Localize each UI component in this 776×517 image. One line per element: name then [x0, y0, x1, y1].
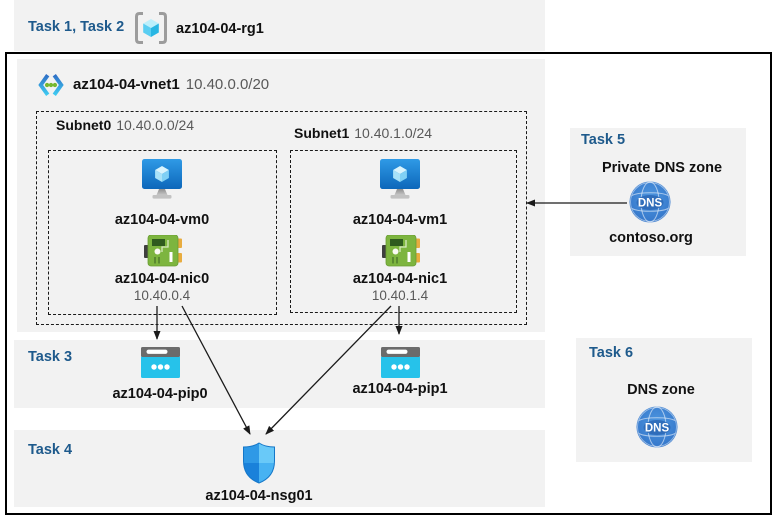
- subnet1-box: [290, 150, 517, 313]
- pip0-label: az104-04-pip0: [112, 386, 208, 402]
- vnet-box: [17, 59, 545, 332]
- nic0-ip-label: 10.40.0.4: [133, 288, 191, 303]
- resource-group-icon: [133, 11, 169, 45]
- subnet0-box: [48, 150, 277, 315]
- nsg-label: az104-04-nsg01: [205, 488, 313, 504]
- nic1-label: az104-04-nic1: [352, 271, 448, 287]
- subnet0-cidr: 10.40.0.0/24: [116, 117, 195, 133]
- pip1-label: az104-04-pip1: [352, 381, 448, 397]
- nic1-ip-label: 10.40.1.4: [371, 288, 429, 303]
- private-dns-globe-icon: DNS: [629, 181, 671, 223]
- resource-group-label: az104-04-rg1: [176, 21, 264, 37]
- dns-zone-title: DNS zone: [627, 382, 695, 398]
- subnet0-name: Subnet0: [56, 117, 112, 133]
- nic1-network-interface-icon: [382, 235, 420, 267]
- nic0-label: az104-04-nic0: [114, 271, 210, 287]
- task-5-label: Task 5: [581, 132, 626, 148]
- nsg-shield-icon: [242, 442, 276, 484]
- vm0-label: az104-04-vm0: [114, 212, 210, 228]
- pip0-public-ip-icon: [141, 347, 180, 378]
- virtual-network-icon: [37, 71, 65, 99]
- dns-zone-icon-text: DNS: [645, 423, 670, 435]
- vnet-title: az104-04-vnet1 10.40.0.0/20: [73, 76, 269, 93]
- subnet1-cidr: 10.40.1.0/24: [354, 125, 433, 141]
- private-dns-icon-text: DNS: [638, 198, 663, 210]
- vm1-virtual-machine-icon: [378, 159, 422, 201]
- subnet1-name: Subnet1: [294, 125, 350, 141]
- pip1-public-ip-icon: [381, 347, 420, 378]
- task-1-2-label: Task 1, Task 2: [28, 19, 125, 35]
- task-4-band: [14, 430, 545, 507]
- private-dns-zone-title: Private DNS zone: [601, 160, 723, 176]
- vm0-virtual-machine-icon: [140, 159, 184, 201]
- task-4-label: Task 4: [28, 442, 73, 458]
- task-6-label: Task 6: [589, 345, 634, 361]
- vnet-cidr: 10.40.0.0/20: [185, 76, 270, 93]
- dns-zone-globe-icon: DNS: [636, 406, 678, 448]
- vnet-name: az104-04-vnet1: [73, 76, 180, 93]
- private-dns-zone-name: contoso.org: [609, 230, 693, 246]
- task-3-label: Task 3: [28, 349, 73, 365]
- outer-frame: [5, 52, 772, 515]
- nic0-network-interface-icon: [144, 235, 182, 267]
- task-1-2-band: [14, 0, 545, 51]
- vm1-label: az104-04-vm1: [352, 212, 448, 228]
